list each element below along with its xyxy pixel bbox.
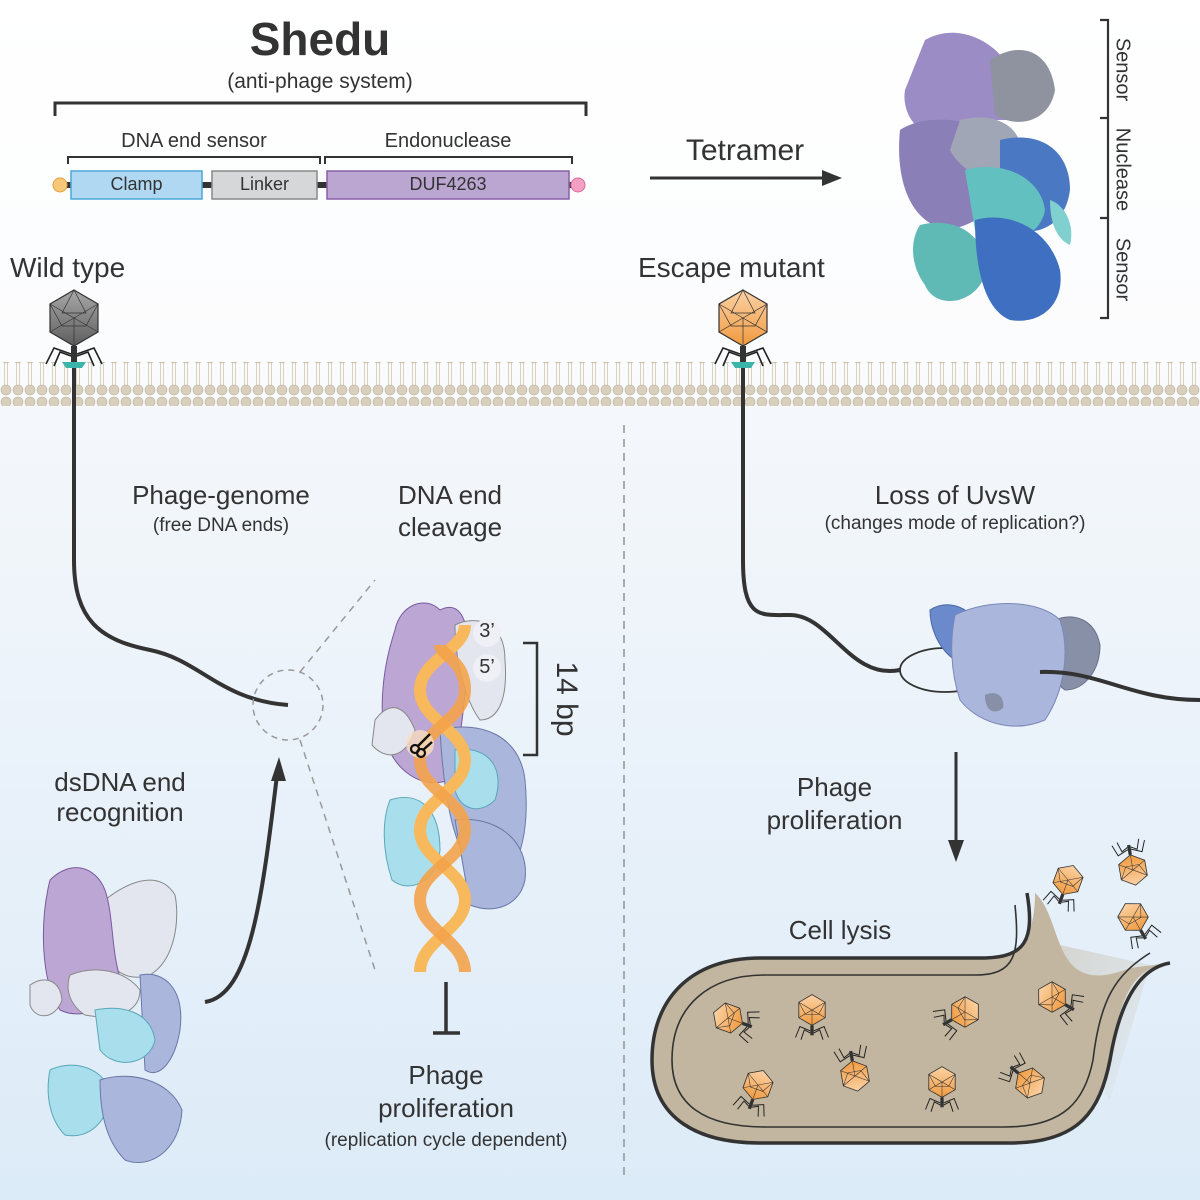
three-prime-marker [473,619,501,647]
progeny-phage [1111,838,1148,886]
zoom-line-top [299,579,376,673]
dna-end-cleavage-label-line1: DNA end [397,480,503,510]
dna-double-helix [413,624,472,973]
wild-type-genome-dna [72,368,289,707]
progeny-phage [1117,903,1162,950]
progeny-phage [833,1044,870,1092]
tetramer-sensor-top-label: Sensor [1111,37,1134,102]
recognition-arrowhead [271,757,286,781]
escape-mutant-label: Escape mutant [638,252,825,283]
escape-mutant-genome-dna [741,368,901,674]
domain-duf4263-box [326,170,570,200]
phage-escape-mutant [714,289,772,368]
loss-of-uvsw-sublabel: (changes mode of replication?) [824,513,1086,534]
phage-genome-label: Phage-genome [132,480,310,510]
dna-end-cleavage-label-line2: cleavage [397,512,503,542]
scissors-icon [406,730,434,759]
progeny-phage [732,1070,774,1117]
endonuclease-bracket [324,156,573,164]
three-prime-label: 3’ [479,620,495,642]
tetramer-sensor-bottom-label: Sensor [1111,237,1134,302]
bp-count-label: 14 bp [550,661,583,737]
bp-bracket [523,641,539,757]
proliferation-arrowhead [948,840,964,862]
progeny-phage [1042,865,1084,912]
page-subtitle: (anti-phage system) [227,70,413,93]
dna-end-zoom-circle [252,669,324,741]
dsdna-recognition-label-line2: recognition [56,797,184,827]
zoom-line-bottom [299,739,376,971]
progeny-phage [713,1002,760,1044]
domain-linker-box [211,170,318,200]
progeny-phage [932,996,979,1041]
n-terminus [52,177,68,193]
sensor-group-label: DNA end sensor [121,130,267,152]
loss-of-uvsw-label: Loss of UvsW [874,480,1036,510]
tetramer-nuclease-label: Nuclease [1111,127,1134,212]
system-bracket [53,101,588,116]
wt-proliferation-sublabel: (replication cycle dependent) [324,1130,568,1151]
progeny-phage [1038,981,1085,1026]
progeny-phage [998,1052,1045,1099]
domain-duf4263-label: DUF4263 [409,174,487,194]
c-terminus [570,177,586,193]
endonuclease-group-label: Endonuclease [384,130,512,152]
domain-linker-label: Linker [239,174,290,194]
phage-wild-type [45,289,103,368]
progeny-phage [795,994,829,1040]
escape-downstream-dna [1039,669,1200,702]
escape-proliferation-label-line1: Phage [796,772,873,802]
five-prime-label: 5’ [479,656,495,678]
uvsw-replication-complex [929,603,1101,727]
wt-proliferation-label-line2: proliferation [378,1093,514,1123]
five-prime-marker [473,654,501,682]
dsdna-recognition-label-line1: dsDNA end [54,767,186,797]
tetramer-brackets [1100,18,1110,320]
inhibition-bar [433,982,460,1035]
wild-type-label: Wild type [10,252,126,283]
sensor-bracket [67,156,321,164]
cell-membrane [0,362,1200,406]
shedu-apo-complex [29,867,183,1164]
tetramer-density-map [899,32,1072,321]
phage-genome-sublabel: (free DNA ends) [152,515,290,536]
domain-clamp-box [70,170,203,200]
escape-proliferation-label-line2: proliferation [766,805,903,835]
tetramer-arrowhead [822,170,842,186]
recognition-arrow [204,774,279,1004]
tetramer-label: Tetramer [685,134,805,167]
wt-proliferation-label-line1: Phage [408,1060,484,1090]
progeny-phage [925,1066,959,1112]
domain-clamp-label: Clamp [110,174,163,194]
cell-lysis-label: Cell lysis [788,915,892,945]
page-title: Shedu [249,13,391,65]
